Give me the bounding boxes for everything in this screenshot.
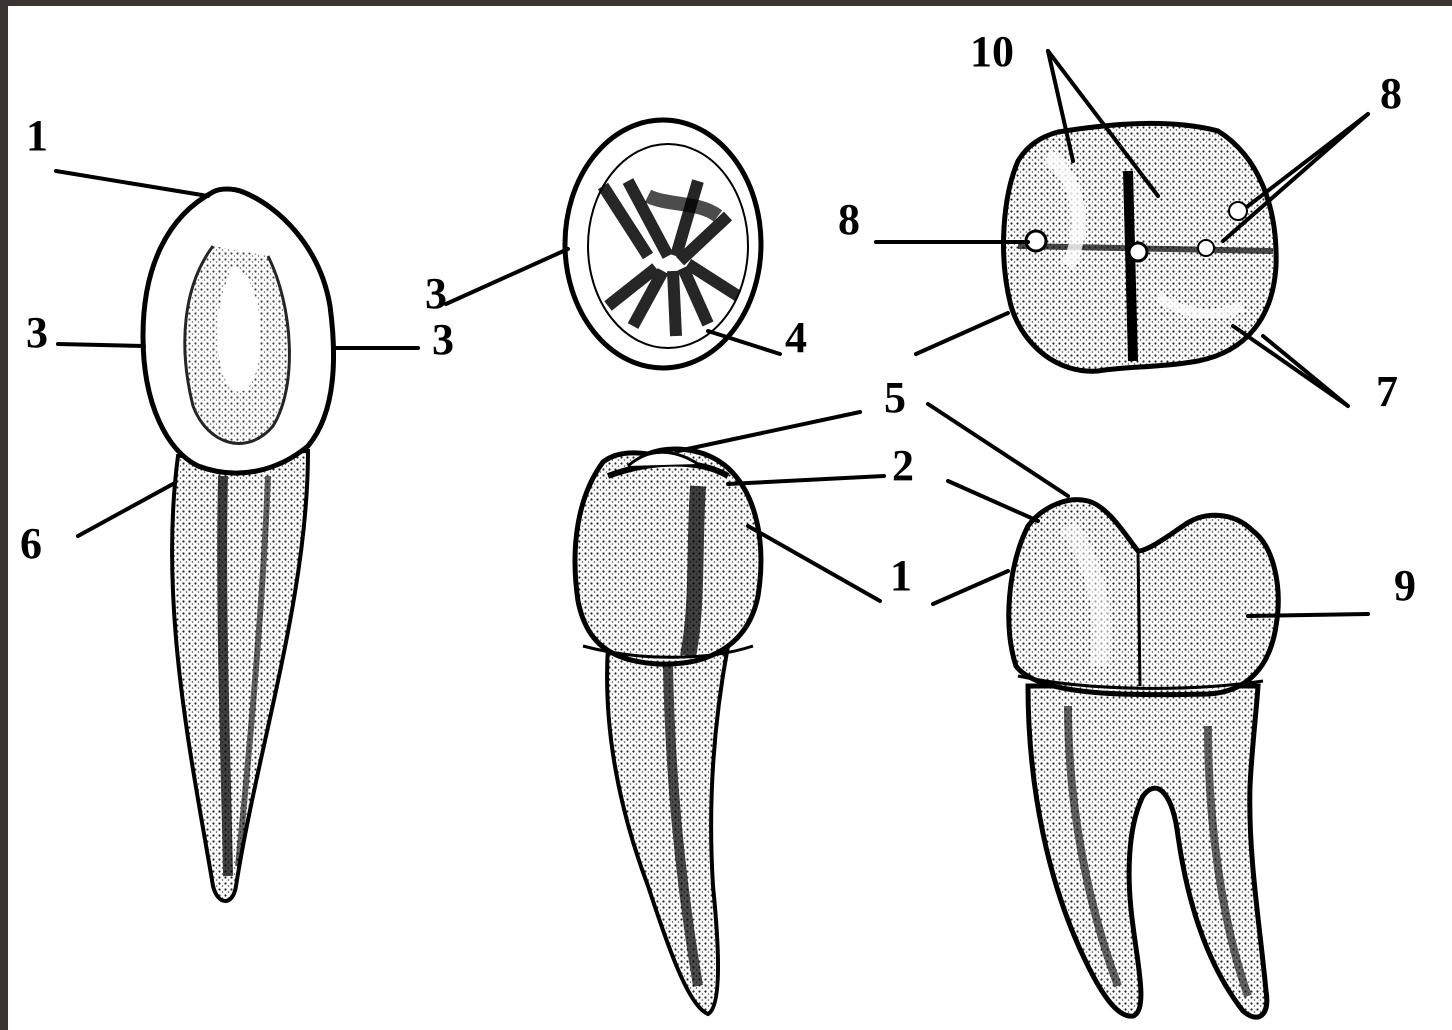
leader-molar-side xyxy=(1248,614,1368,616)
leader-canine-neck xyxy=(78,484,173,536)
leader-1-molar xyxy=(933,571,1008,604)
leader-1-premolar xyxy=(748,526,880,601)
label-canine-tip: 1 xyxy=(26,114,48,158)
label-molar-right: 8 xyxy=(1380,72,1402,116)
leader-2-molar xyxy=(948,481,1038,521)
molar-central-fissure xyxy=(1128,171,1133,361)
label-premolar-cusp: 5 xyxy=(884,376,906,420)
leader-occlusal-left xyxy=(446,249,568,304)
premolar-crown xyxy=(575,449,761,664)
occlusal-view-tooth xyxy=(565,120,761,368)
label-molar-top: 10 xyxy=(970,30,1014,74)
label-canine-left: 3 xyxy=(26,311,48,355)
label-molar-left: 8 xyxy=(838,198,860,242)
figure-canvas: 1 3 3 6 3 4 10 8 8 7 5 2 1 9 xyxy=(8,6,1452,1030)
leader-canine-tip xyxy=(56,171,208,196)
label-occlusal-left: 3 xyxy=(425,272,447,316)
label-molar-bottom: 7 xyxy=(1376,370,1398,414)
molar-tooth xyxy=(1009,500,1278,1017)
label-premolar-mid: 2 xyxy=(892,444,914,488)
canine-tooth xyxy=(143,189,334,901)
molar-crown xyxy=(1009,500,1278,695)
leader-2-premolar xyxy=(728,476,884,484)
molar-roots xyxy=(1028,686,1267,1017)
molar-occlusal-view xyxy=(1004,123,1277,371)
leader-molar-bottom-2 xyxy=(1263,336,1348,406)
label-canine-right: 3 xyxy=(432,318,454,362)
leader-5-premolar xyxy=(678,412,860,451)
canine-root-shading xyxy=(222,476,228,876)
label-premolar-low: 1 xyxy=(890,554,912,598)
premolar-tooth xyxy=(575,449,761,1014)
leader-canine-left xyxy=(58,344,144,346)
label-canine-neck: 6 xyxy=(20,522,42,566)
leader-5-up xyxy=(916,313,1008,354)
teeth-illustration xyxy=(8,6,1452,1030)
label-occlusal-right: 4 xyxy=(785,316,807,360)
label-molar-side: 9 xyxy=(1394,564,1416,608)
